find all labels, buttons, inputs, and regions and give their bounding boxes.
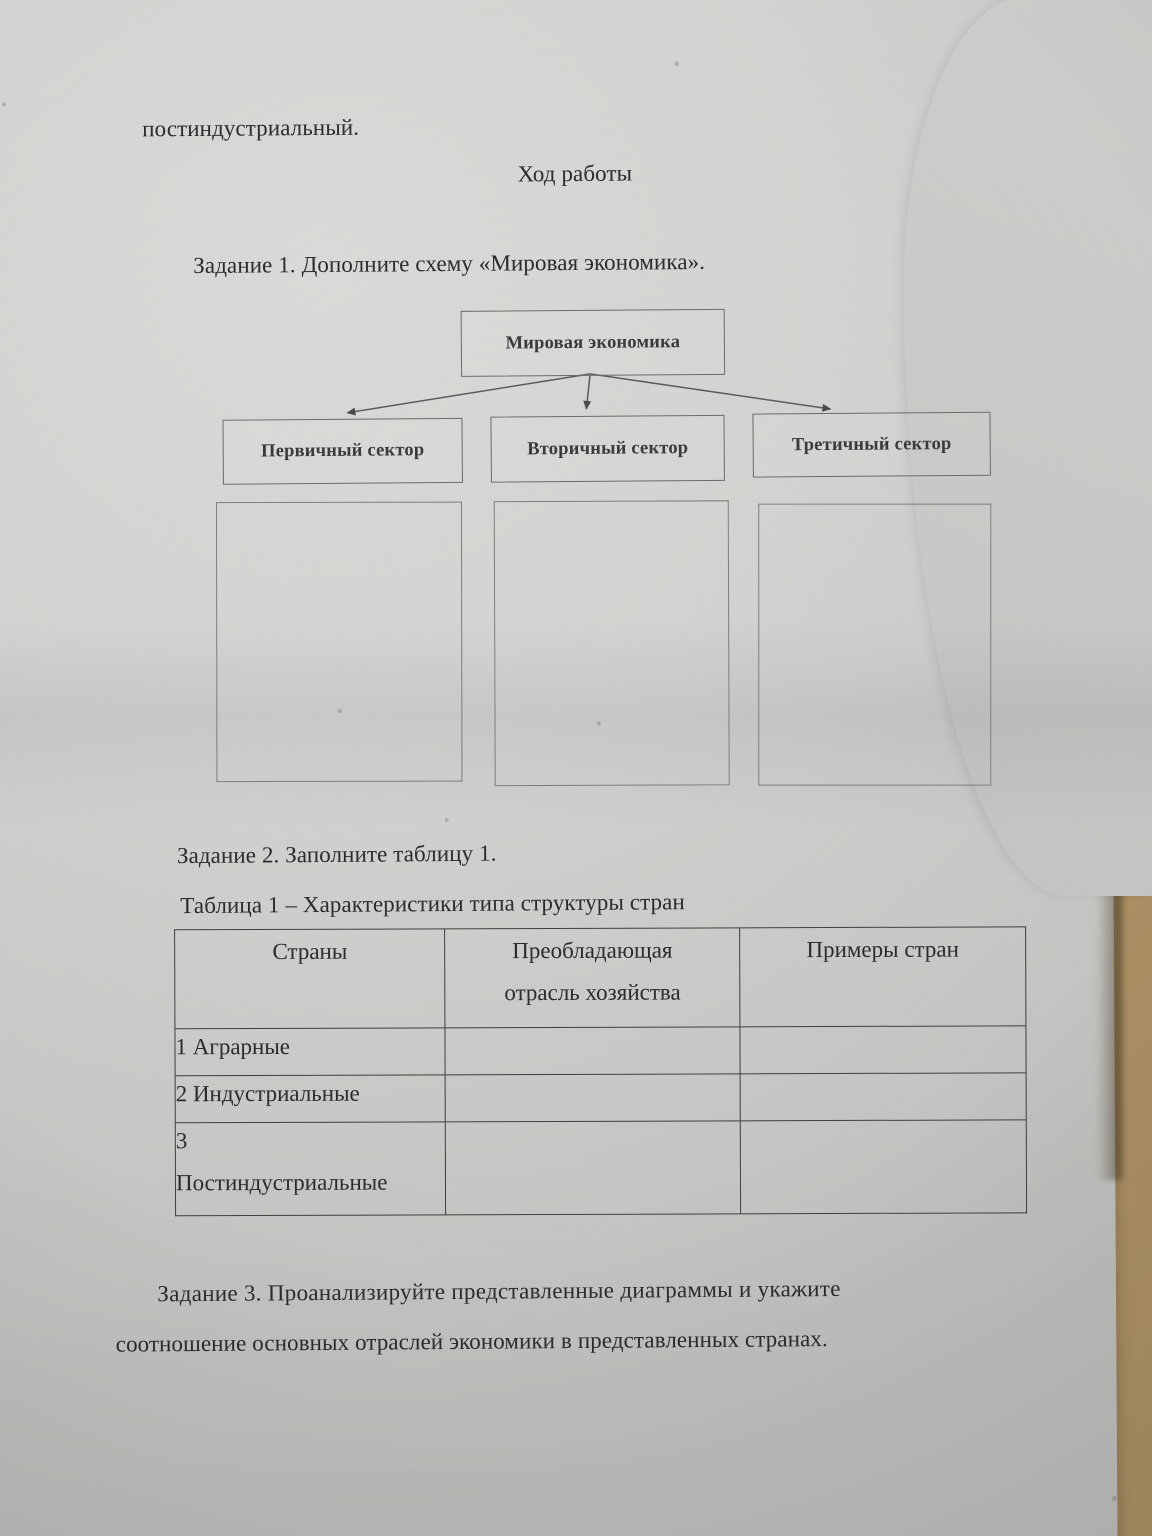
table-header-countries-label: Страны <box>272 938 348 964</box>
paper-speck <box>337 708 342 713</box>
table-head: Страны Преобладающая отрасль хозяйства П… <box>174 926 1026 1029</box>
answer-box-secondary-sector[interactable] <box>493 500 730 787</box>
table-cell-industry-industrial[interactable] <box>445 1073 741 1122</box>
table-cell-examples-postindustrial[interactable] <box>740 1119 1027 1214</box>
table-caption: Таблица 1 – Характеристики типа структур… <box>180 889 685 919</box>
table-cell-country-type-industrial: 2 Индустриальные <box>175 1074 446 1123</box>
answer-box-primary-sector[interactable] <box>215 501 463 783</box>
countries-structure-table: Страны Преобладающая отрасль хозяйства П… <box>174 926 1027 1216</box>
table-cell-country-type-postindustrial: 3 Постиндустриальные <box>175 1121 446 1216</box>
row-label-industrial: 2 Индустриальные <box>175 1080 360 1107</box>
table-cell-industry-postindustrial[interactable] <box>445 1120 741 1215</box>
diagram-node-tertiary-sector: Третичный сектор <box>752 411 991 478</box>
answer-box-tertiary-sector[interactable] <box>758 503 992 786</box>
row-label-agrarian: 1 Аграрные <box>175 1033 291 1060</box>
table-header-examples: Примеры стран <box>739 926 1026 1027</box>
paper-speck <box>1111 1495 1117 1501</box>
table-cell-examples-industrial[interactable] <box>740 1072 1027 1121</box>
paper-speck <box>444 818 449 823</box>
task-3-instruction-line-2: соотношение основных отраслей экономики … <box>115 1326 828 1357</box>
diagram-node-world-economy: Мировая экономика <box>460 308 726 377</box>
world-economy-diagram: Мировая экономика Первичный сектор Втори… <box>0 0 1151 787</box>
table-row: 2 Индустриальные <box>175 1072 1027 1123</box>
paper-speck <box>596 720 601 726</box>
table-cell-industry-agrarian[interactable] <box>445 1026 741 1075</box>
table-row: 1 Аграрные <box>174 1025 1027 1076</box>
diagram-node-primary-sector: Первичный сектор <box>222 417 463 485</box>
table-cell-country-type-agrarian: 1 Аграрные <box>174 1027 446 1076</box>
table-header-row: Страны Преобладающая отрасль хозяйства П… <box>174 926 1026 1029</box>
diagram-node-secondary-sector: Вторичный сектор <box>490 414 725 483</box>
task-3-instruction-line-1: Задание 3. Проанализируйте представленны… <box>157 1275 841 1307</box>
paper-speck <box>1 102 6 107</box>
table-header-examples-label: Примеры стран <box>806 936 959 963</box>
row-label-postindustrial-line1: 3 <box>175 1128 188 1154</box>
paper-speck <box>674 61 679 67</box>
task-2-instruction: Задание 2. Заполните таблицу 1. <box>176 840 497 869</box>
table-header-industry: Преобладающая отрасль хозяйства <box>444 927 740 1028</box>
diagram-connectors <box>346 373 832 416</box>
table-row: 3 Постиндустриальные <box>175 1119 1027 1216</box>
table-header-countries: Страны <box>174 928 446 1029</box>
table-header-industry-line1: Преобладающая <box>512 937 673 964</box>
table-body: 1 Аграрные 2 Индустриальные 3 Постинду <box>174 1025 1027 1216</box>
table-cell-examples-agrarian[interactable] <box>739 1025 1027 1074</box>
table-header-industry-line2: отрасль хозяйства <box>504 979 681 1006</box>
row-label-postindustrial-line2: Постиндустриальные <box>175 1169 388 1196</box>
